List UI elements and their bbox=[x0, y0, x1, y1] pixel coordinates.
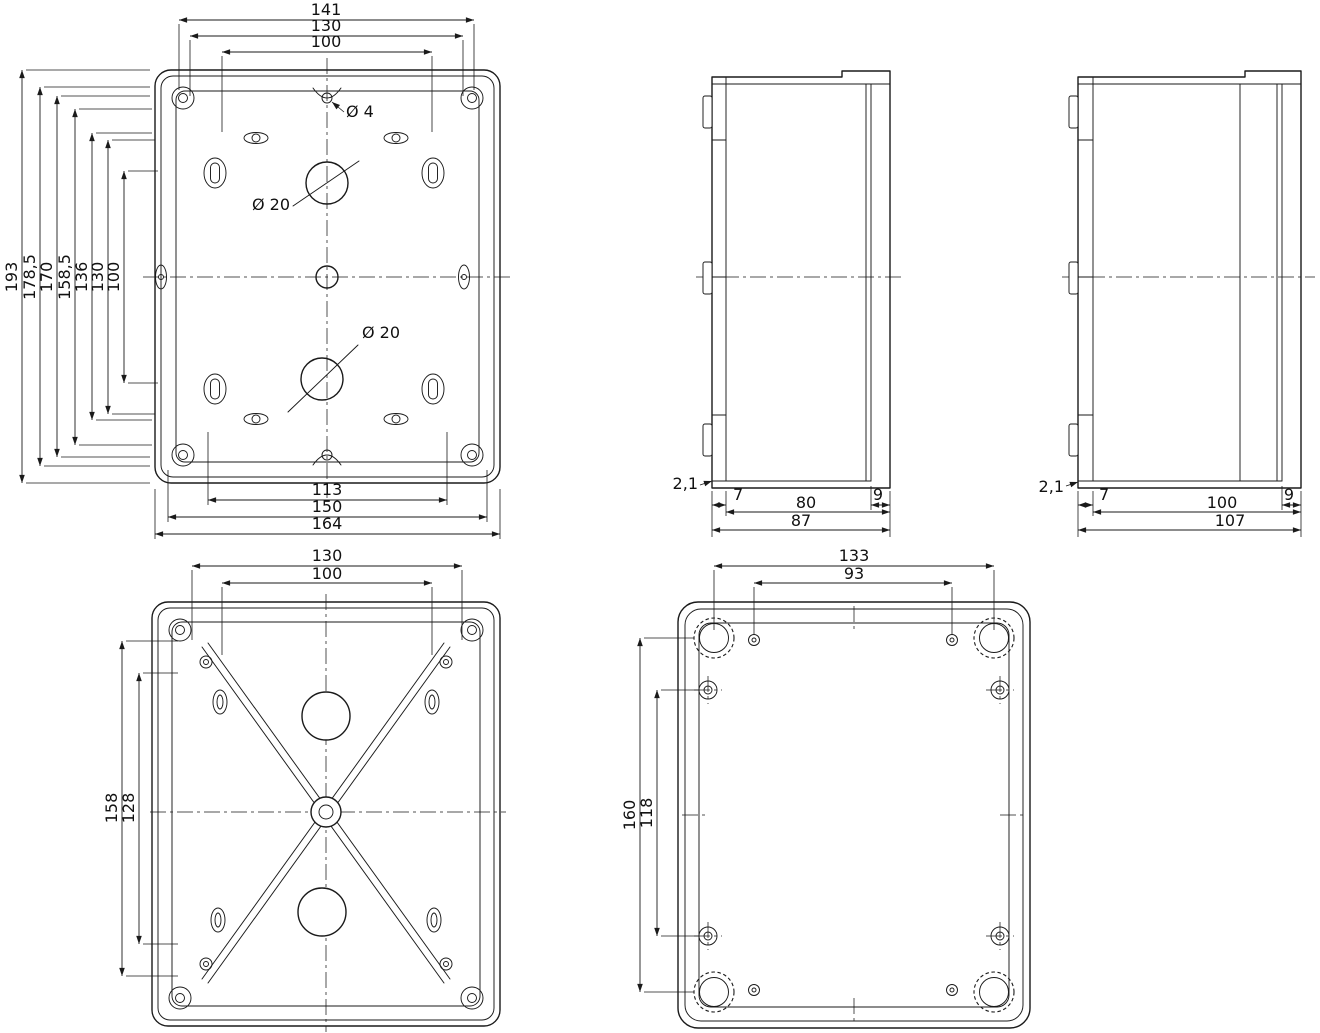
body-outline bbox=[711, 70, 891, 489]
dim-label: 7 bbox=[1099, 485, 1109, 504]
diameter-callout: Ø 20 bbox=[252, 195, 290, 214]
dim-label: 118 bbox=[637, 798, 656, 829]
corner-ear bbox=[168, 618, 484, 1010]
side-tab bbox=[155, 264, 470, 290]
knockout-upper bbox=[292, 160, 360, 207]
edge-center-marks bbox=[682, 606, 1026, 1024]
dim-label: 9 bbox=[873, 485, 883, 504]
dim-label: 107 bbox=[1215, 511, 1246, 530]
cover-screw-boss bbox=[693, 617, 1015, 1013]
dim-label: 130 bbox=[312, 546, 343, 565]
dim-label: 87 bbox=[791, 511, 811, 530]
dims-left: 193 178,5 170 158,5 136 130 100 bbox=[2, 69, 158, 484]
blind-boss-lower bbox=[297, 887, 347, 937]
screw-boss bbox=[203, 157, 445, 405]
body-outline bbox=[1077, 70, 1302, 489]
dim-label: 80 bbox=[796, 493, 816, 512]
diameter-callout: Ø 20 bbox=[362, 323, 400, 342]
dim-label: 7 bbox=[733, 485, 743, 504]
dim-label: 2,1 bbox=[673, 474, 698, 493]
diameter-callouts: Ø 4 Ø 20 Ø 20 bbox=[252, 101, 400, 342]
cover-screw-tab-top bbox=[312, 87, 342, 104]
dim-label: 130 bbox=[88, 262, 107, 293]
dims-bottom: 113 150 164 bbox=[154, 432, 501, 539]
base-rear-view: 130 100 158 128 bbox=[102, 546, 506, 1032]
dim-label: 100 bbox=[311, 32, 342, 51]
dims-top: 141 130 100 bbox=[178, 0, 475, 132]
mounting-tabs bbox=[702, 95, 713, 457]
center-hub bbox=[310, 796, 342, 828]
pilot-hole bbox=[748, 634, 958, 996]
dims-top: 133 93 bbox=[713, 546, 995, 634]
dim-label: 9 bbox=[1284, 485, 1294, 504]
side-section-87-view: 2,1 7 9 80 87 bbox=[673, 70, 904, 537]
corner-ear bbox=[171, 86, 484, 467]
dim-label: 164 bbox=[312, 514, 343, 533]
dim-label: 133 bbox=[839, 546, 870, 565]
dim-label: 2,1 bbox=[1039, 477, 1064, 496]
dims-left: 160 118 bbox=[620, 637, 699, 993]
dim-label: 130 bbox=[311, 16, 342, 35]
dim-label: 100 bbox=[312, 564, 343, 583]
dim-label: 193 bbox=[2, 262, 21, 293]
dim-label: 160 bbox=[620, 800, 639, 831]
fixing-wing bbox=[243, 132, 409, 425]
dim-label: 170 bbox=[37, 262, 56, 293]
dims-left: 158 128 bbox=[102, 640, 178, 977]
cover-outline bbox=[677, 601, 1031, 1029]
dim-label: 100 bbox=[1207, 493, 1238, 512]
dim-label: 93 bbox=[844, 564, 864, 583]
diameter-callout: Ø 4 bbox=[346, 102, 374, 121]
dim-label: 178,5 bbox=[20, 254, 39, 300]
assembly-hole bbox=[694, 676, 1014, 950]
knockout-lower bbox=[287, 344, 359, 413]
dims: 2,1 7 9 80 87 bbox=[673, 474, 891, 537]
dim-label: 128 bbox=[119, 793, 138, 824]
blind-boss-upper bbox=[301, 691, 351, 741]
centerlines bbox=[143, 58, 512, 498]
mounting-tabs bbox=[1068, 95, 1079, 457]
dim-label: 150 bbox=[312, 497, 343, 516]
dims: 2,1 7 9 100 107 bbox=[1039, 477, 1302, 537]
dim-label: 141 bbox=[311, 0, 342, 19]
dim-label: 100 bbox=[104, 262, 123, 293]
cover-screw-tab-bottom bbox=[312, 449, 342, 466]
enclosure-outline bbox=[151, 601, 501, 1027]
slot-boss bbox=[210, 689, 442, 933]
enclosure-outline bbox=[154, 69, 501, 484]
center-hole bbox=[315, 265, 339, 289]
dim-label: 136 bbox=[72, 262, 91, 293]
cover-view: 133 93 160 118 bbox=[620, 546, 1031, 1029]
dim-label: 113 bbox=[312, 480, 343, 499]
dim-label: 158,5 bbox=[55, 254, 74, 300]
pilot-hole bbox=[199, 655, 453, 971]
side-section-107-view: 2,1 7 9 100 107 bbox=[1039, 70, 1315, 537]
base-front-view: Ø 4 Ø 20 Ø 20 141 130 100 193 178,5 17 bbox=[2, 0, 512, 539]
dims-top: 130 100 bbox=[191, 546, 463, 655]
dim-label: 158 bbox=[102, 793, 121, 824]
